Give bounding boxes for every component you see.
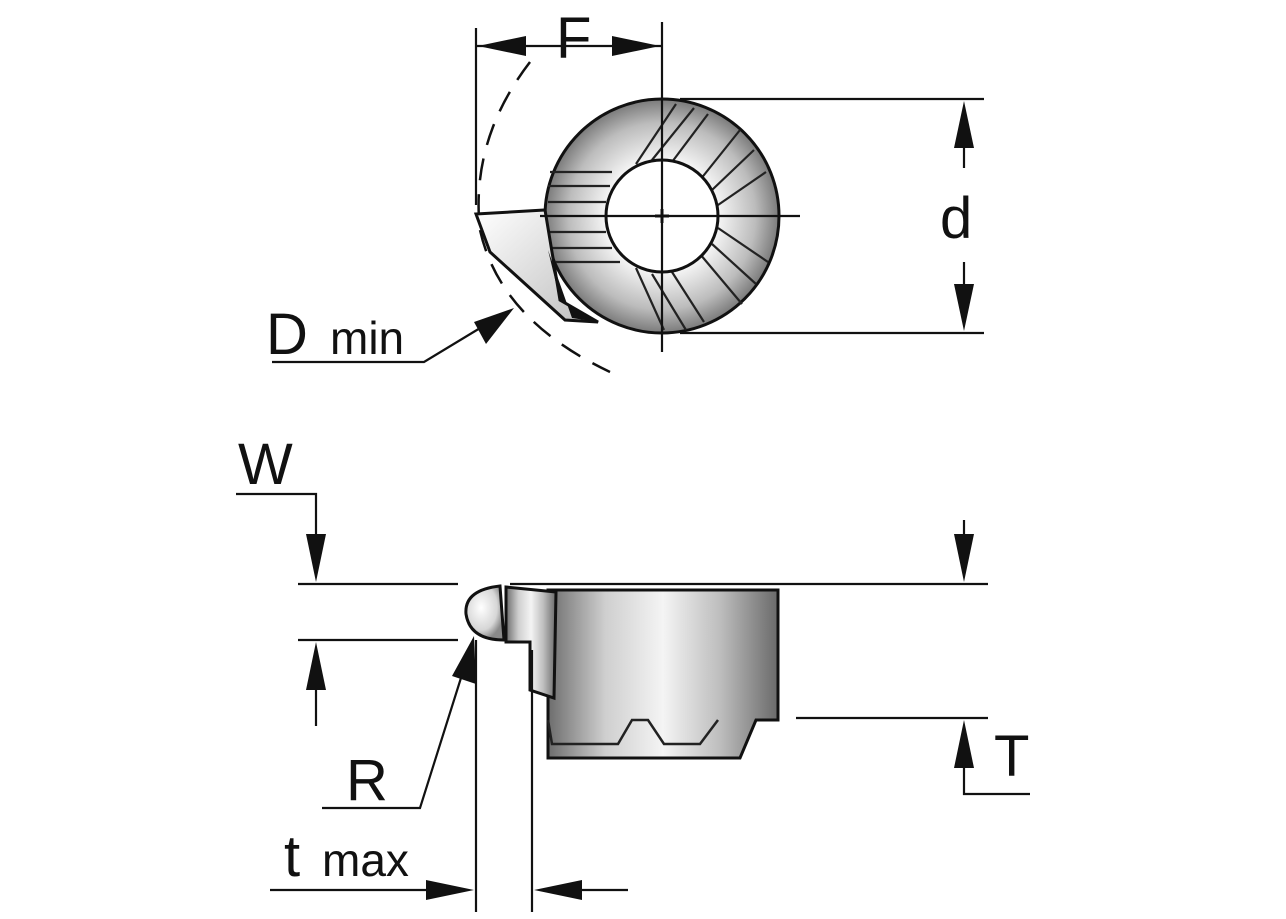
label-D-sub: min [330,312,404,364]
insert-neck [504,585,558,701]
label-W: W [238,432,293,497]
label-D: D [266,302,308,367]
label-d: d [940,186,972,251]
label-T: T [994,724,1029,789]
cutting-tip-shadow [548,250,598,322]
insert-body [546,588,780,760]
radius-knob [464,584,506,642]
label-R: R [346,748,388,813]
insert-flutes [548,103,769,331]
label-F: F [556,6,591,71]
label-t: t [284,824,300,889]
insert-teeth [546,718,719,746]
side-view [236,492,1030,912]
top-view [272,22,984,374]
label-t-sub: max [322,834,409,886]
